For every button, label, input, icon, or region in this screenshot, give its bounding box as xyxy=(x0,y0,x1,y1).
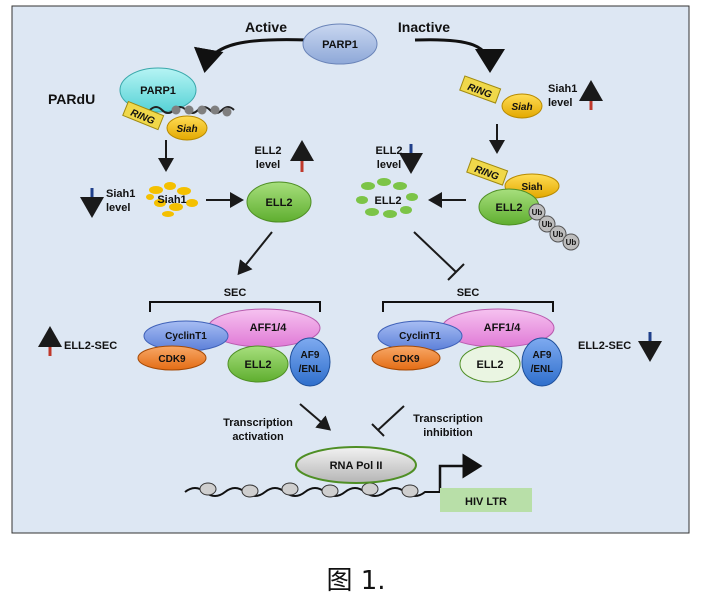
repression-line xyxy=(377,405,405,431)
rna-pol-ii xyxy=(295,446,417,484)
ell2-complex-right xyxy=(459,345,521,383)
pardu-label: PARdU xyxy=(48,91,95,107)
par-unit xyxy=(210,105,220,115)
dna-strand xyxy=(184,487,465,497)
ell2-left xyxy=(246,181,312,223)
inhibit-line xyxy=(413,231,457,273)
ell2-sec-left-label: ELL2-SEC xyxy=(64,340,117,352)
siah-left xyxy=(166,115,208,141)
ubiquitin-chain: Ub Ub Ub Ub xyxy=(528,203,580,251)
ell2-sec-right-label: ELL2-SEC xyxy=(578,340,631,352)
siah-right-2-label: Siah xyxy=(521,182,542,193)
siah-left-label: Siah xyxy=(176,124,197,135)
ell2-level-right-line1: ELL2 xyxy=(376,145,403,157)
ell2-to-sec-arrow xyxy=(237,231,273,276)
cdk9-left-label: CDK9 xyxy=(158,354,186,365)
inhibit-bar xyxy=(447,263,465,281)
par-unit xyxy=(222,107,232,117)
cyclin-right-label: CyclinT1 xyxy=(399,331,441,342)
af9-left-line1: AF9 xyxy=(301,350,320,361)
ring-right xyxy=(459,75,502,104)
ell2-left-label: ELL2 xyxy=(266,197,293,209)
inactive-arrow xyxy=(414,38,505,73)
ell2-degraded-fragments xyxy=(356,178,418,218)
transcription-activation-line1: Transcription xyxy=(223,417,293,429)
parp1-center xyxy=(302,23,378,65)
af9-right-line2: /ENL xyxy=(531,364,554,375)
ring-right-2 xyxy=(466,157,509,186)
par-unit xyxy=(184,105,194,115)
siah1-degraded-label: Siah1 xyxy=(157,194,186,206)
siah1-level-line2: level xyxy=(106,202,130,214)
sec-right-bracket xyxy=(382,301,554,312)
par-unit xyxy=(171,105,181,115)
af9-left-line2: /ENL xyxy=(299,364,322,375)
siah1-level-right-line1: Siah1 xyxy=(548,83,577,95)
parp1-active xyxy=(119,67,197,113)
ell2-ub-label: ELL2 xyxy=(496,202,523,214)
parp1-active-label: PARP1 xyxy=(140,85,176,97)
siah1-level-right-line2: level xyxy=(548,97,572,109)
svg-text:Ub: Ub xyxy=(553,230,564,239)
af9-right xyxy=(521,337,563,387)
cdk9-right xyxy=(371,345,441,371)
siah1-level-line1: Siah1 xyxy=(106,188,135,200)
par-unit xyxy=(197,105,207,115)
af9-right-line1: AF9 xyxy=(533,350,552,361)
rna-pol-ii-label: RNA Pol II xyxy=(330,460,383,472)
aff-right-label: AFF1/4 xyxy=(484,322,522,334)
ell2-complex-right-label: ELL2 xyxy=(477,359,504,371)
sec-left-label: SEC xyxy=(224,287,247,299)
cdk9-right-label: CDK9 xyxy=(392,354,420,365)
ell2-level-left-line2: level xyxy=(256,159,280,171)
hiv-ltr-box xyxy=(440,488,532,512)
transcription-inhibition-line1: Transcription xyxy=(413,413,483,425)
ell2-complex-left xyxy=(227,345,289,383)
ell2-level-left-line1: ELL2 xyxy=(255,145,282,157)
aff-left-label: AFF1/4 xyxy=(250,322,288,334)
ell2-complex-left-label: ELL2 xyxy=(245,359,272,371)
svg-text:Ub: Ub xyxy=(566,238,577,247)
ell2-level-right-line2: level xyxy=(377,159,401,171)
ring-left xyxy=(122,100,165,131)
active-label: Active xyxy=(245,19,287,35)
sec-right-label: SEC xyxy=(457,287,480,299)
sec-left-bracket xyxy=(149,301,321,312)
nucleosomes xyxy=(199,482,419,498)
inactive-label: Inactive xyxy=(398,19,450,35)
transcription-activation-line2: activation xyxy=(232,431,284,443)
ell2-degraded-label: ELL2 xyxy=(375,195,402,207)
cdk9-left xyxy=(137,345,207,371)
siah1-degraded-fragments xyxy=(146,182,198,217)
repression-bar xyxy=(371,423,385,437)
svg-text:Ub: Ub xyxy=(542,220,553,229)
af9-left xyxy=(289,337,331,387)
parp1-center-label: PARP1 xyxy=(322,39,358,51)
active-arrow xyxy=(193,38,309,73)
cyclin-left-label: CyclinT1 xyxy=(165,331,207,342)
hiv-ltr-label: HIV LTR xyxy=(465,496,507,508)
tss-arrow xyxy=(438,453,483,492)
transcription-inhibition-line2: inhibition xyxy=(423,427,473,439)
siah-right xyxy=(501,93,543,119)
svg-text:Ub: Ub xyxy=(532,208,543,217)
siah-right-label: Siah xyxy=(511,102,532,113)
pathway-diagram: PARP1 Active Inactive PARdU PARP1 RING S… xyxy=(11,5,690,534)
figure-caption: 图 1. xyxy=(326,566,386,596)
activation-arrow xyxy=(299,403,332,431)
